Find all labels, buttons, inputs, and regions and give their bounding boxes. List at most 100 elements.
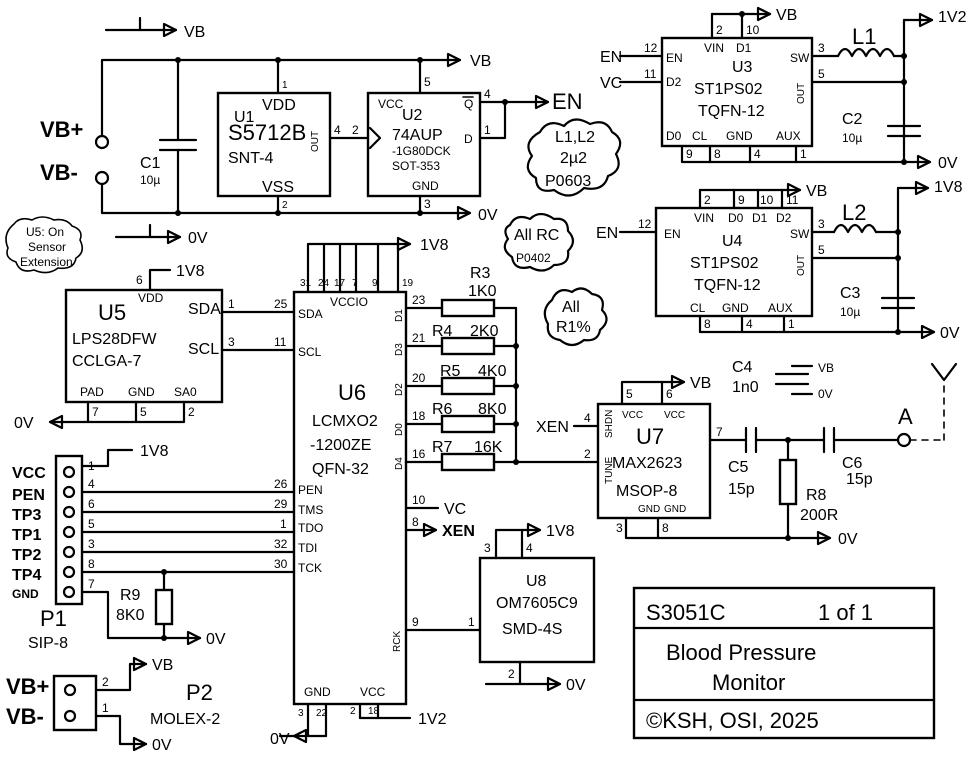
vb-plus-terminal[interactable] [94, 134, 110, 150]
svg-text:SA0: SA0 [174, 385, 197, 399]
svg-text:5: 5 [88, 517, 95, 531]
svg-text:C3: C3 [840, 285, 861, 302]
svg-text:CL: CL [692, 129, 708, 143]
p1-pin8[interactable] [62, 565, 76, 579]
svg-text:1K0: 1K0 [468, 283, 497, 300]
r8-resistor: R8 200R [778, 438, 838, 541]
c4-capacitor: C4 1n0 VB 0V [732, 359, 834, 401]
u3-pkg: TQFN-12 [698, 103, 765, 120]
svg-text:18: 18 [368, 706, 380, 717]
svg-text:1: 1 [88, 459, 95, 473]
u2-gnd: GND [412, 179, 439, 193]
u6-pkg: QFN-32 [312, 461, 369, 478]
svg-text:GND: GND [726, 129, 753, 143]
svg-text:4K0: 4K0 [478, 363, 507, 380]
svg-text:4: 4 [584, 411, 591, 425]
svg-text:R9: R9 [120, 587, 141, 604]
svg-text:R1%: R1% [556, 319, 591, 336]
svg-text:PEN: PEN [298, 483, 323, 497]
svg-text:R8: R8 [806, 487, 827, 504]
p1-pin1[interactable] [62, 465, 76, 479]
p2-pin1[interactable] [63, 709, 77, 723]
svg-text:GND: GND [664, 504, 686, 515]
svg-text:Sensor: Sensor [28, 240, 66, 254]
svg-text:D4: D4 [394, 457, 405, 470]
svg-text:1n0: 1n0 [732, 379, 759, 396]
svg-text:VB: VB [818, 361, 834, 375]
svg-text:2: 2 [716, 23, 723, 37]
u1-ref: U1 [234, 109, 255, 126]
svg-text:D0: D0 [666, 129, 682, 143]
svg-text:1: 1 [228, 297, 235, 311]
svg-text:3: 3 [818, 41, 825, 55]
svg-text:16: 16 [412, 447, 426, 461]
svg-text:5: 5 [140, 405, 147, 419]
svg-text:TMS: TMS [298, 503, 323, 517]
svg-text:U5: On: U5: On [26, 225, 64, 239]
svg-text:1V8: 1V8 [176, 263, 205, 280]
u4-part: ST1PS02 [690, 255, 759, 272]
svg-text:8: 8 [662, 521, 669, 535]
svg-text:31: 31 [300, 278, 312, 289]
p1-connector: 1V8 VCC PEN TP3 TP1 TP2 TP4 GND 1 4 6 5 … [12, 443, 296, 652]
svg-text:1: 1 [468, 615, 475, 629]
u7-xen-in: XEN [536, 419, 569, 436]
svg-text:3: 3 [298, 708, 304, 719]
vb-minus-terminal[interactable] [94, 170, 110, 186]
p1-pin4[interactable] [62, 485, 76, 499]
u8-pkg: SMD-4S [502, 621, 562, 638]
svg-text:11: 11 [786, 193, 799, 207]
vb-minus-label: VB- [40, 160, 78, 185]
svg-text:PAD: PAD [80, 385, 104, 399]
svg-text:2: 2 [584, 447, 591, 461]
svg-text:0V: 0V [152, 737, 172, 754]
c1-value: 10µ [140, 173, 160, 187]
svg-text:SDA: SDA [188, 301, 221, 318]
svg-text:EN: EN [664, 227, 681, 241]
p1-pin6[interactable] [62, 505, 76, 519]
svg-text:2: 2 [352, 123, 359, 137]
svg-text:P0402: P0402 [516, 251, 551, 265]
svg-text:7: 7 [352, 278, 358, 289]
u7-part: MAX2623 [612, 455, 682, 472]
svg-text:9: 9 [738, 193, 745, 207]
p2-pin2[interactable] [63, 683, 77, 697]
svg-text:1V2: 1V2 [418, 711, 447, 728]
svg-text:1: 1 [788, 317, 795, 331]
c6-capacitor: C6 15p [822, 426, 873, 488]
u2-d: D [464, 132, 473, 146]
antenna-terminal[interactable] [896, 432, 912, 448]
svg-text:4: 4 [754, 147, 761, 161]
p1-pin3[interactable] [62, 545, 76, 559]
u6-part2: -1200ZE [310, 437, 371, 454]
svg-text:VIN: VIN [694, 211, 714, 225]
vb-plus-label: VB+ [40, 117, 83, 142]
svg-text:SHDN: SHDN [604, 410, 615, 438]
svg-text:2: 2 [508, 667, 515, 681]
svg-text:17: 17 [334, 278, 346, 289]
u2-vcc: VCC [378, 97, 404, 111]
u6-fpga: 1V8 31 24 17 7 9 19 VCCIO SDA SCL U6 LCM… [270, 236, 449, 748]
svg-text:1V2: 1V2 [938, 9, 967, 26]
svg-text:21: 21 [412, 331, 426, 345]
svg-text:0V: 0V [938, 155, 958, 172]
svg-text:VB+: VB+ [6, 674, 49, 699]
svg-text:16K: 16K [474, 439, 503, 456]
svg-text:SW: SW [790, 51, 810, 65]
svg-text:3: 3 [228, 335, 235, 349]
svg-text:1V8: 1V8 [546, 523, 575, 540]
svg-text:9: 9 [686, 147, 693, 161]
p1-pin5[interactable] [62, 525, 76, 539]
p1-pin7[interactable] [62, 585, 76, 599]
svg-text:0V: 0V [206, 631, 226, 648]
svg-text:10: 10 [760, 193, 774, 207]
svg-text:3: 3 [424, 197, 431, 211]
svg-text:0V: 0V [270, 731, 290, 748]
u4-en-in: EN [596, 225, 618, 242]
svg-text:1: 1 [282, 80, 288, 91]
svg-text:0V: 0V [818, 387, 833, 401]
svg-text:PEN: PEN [12, 487, 45, 504]
u8-oscillator: 1V8 3 4 U8 OM7605C9 SMD-4S 2 0V [478, 522, 596, 694]
u1-out: OUT [310, 131, 321, 152]
u2-q: Q [464, 97, 473, 111]
